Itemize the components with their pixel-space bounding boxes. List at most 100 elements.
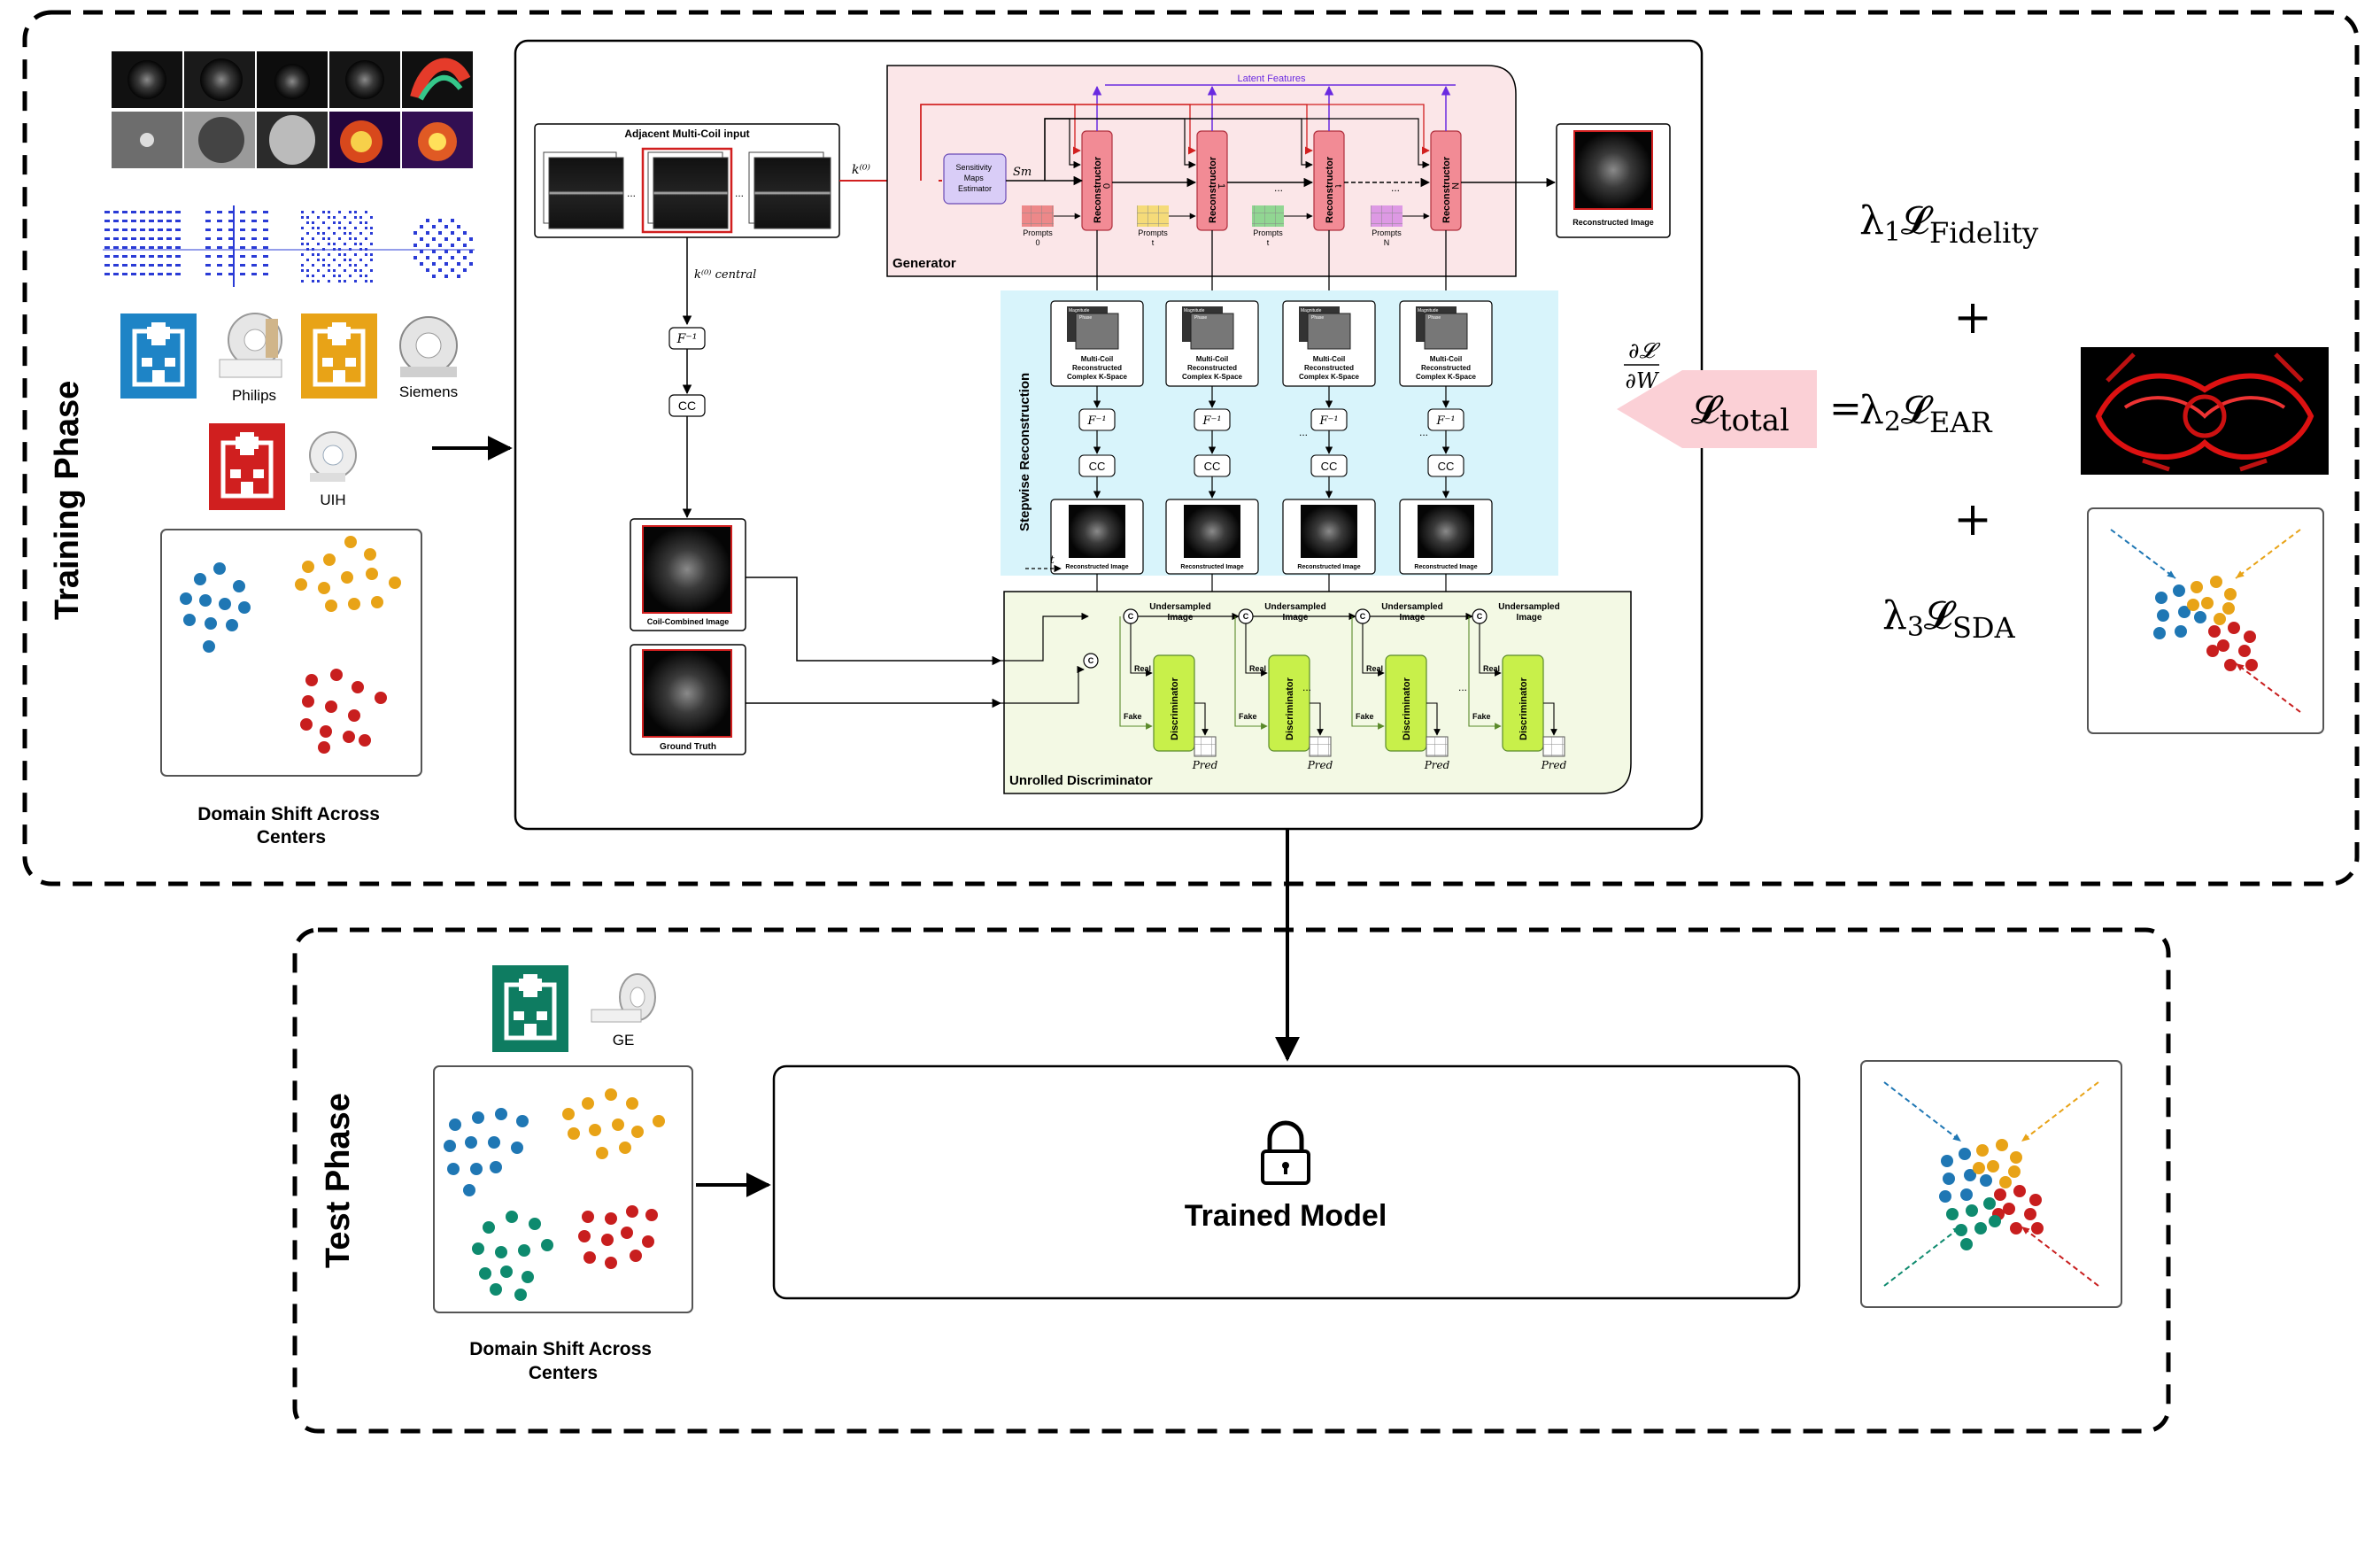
- svg-text:C: C: [1477, 612, 1483, 621]
- cluster-dot: [295, 578, 307, 591]
- discriminator-column-2: CUndersampledImageDiscriminatorRealFakeP…: [1351, 602, 1473, 771]
- cluster-dot: [389, 577, 401, 589]
- discriminator-column-3: CUndersampledImageDiscriminatorRealFakeP…: [1468, 602, 1567, 771]
- cluster-dot: [348, 709, 360, 722]
- test-phase-frame: [292, 927, 2171, 1434]
- cluster-dot: [1973, 1162, 1985, 1174]
- mri-scanner-icon-ge: [591, 973, 656, 1023]
- cluster-dot: [1964, 1169, 1976, 1181]
- svg-text:CC: CC: [1089, 460, 1106, 473]
- cluster-dot: [605, 1088, 617, 1101]
- svg-text:CC: CC: [678, 399, 696, 413]
- cluster-dot: [366, 568, 378, 580]
- svg-text:C: C: [1128, 612, 1134, 621]
- svg-text:t: t: [1333, 184, 1343, 187]
- sda-clusters-training: [2110, 529, 2301, 713]
- svg-text:Discriminator: Discriminator: [1402, 677, 1412, 740]
- svg-text:Reconstructor: Reconstructor: [1441, 156, 1452, 223]
- svg-text:Pred: Pred: [1307, 759, 1333, 771]
- cluster-dot: [323, 553, 336, 566]
- cluster-dot: [516, 1115, 529, 1127]
- ground-truth-caption: Ground Truth: [660, 742, 716, 752]
- cluster-dot: [359, 734, 371, 747]
- cluster-dot: [2206, 645, 2219, 657]
- trained-model-label: Trained Model: [1185, 1199, 1387, 1233]
- cluster-dot: [2024, 1208, 2036, 1220]
- mri-scanner-icon-uih: [309, 431, 357, 482]
- cluster-dot: [488, 1136, 500, 1149]
- generator-reconstructors: Reconstructor0Prompts0Reconstructor1Prom…: [1022, 130, 1462, 247]
- svg-text:Fake: Fake: [1239, 712, 1257, 721]
- cluster-dot: [2031, 1222, 2044, 1235]
- svg-text:Prompts: Prompts: [1023, 228, 1053, 237]
- cluster-dot: [325, 700, 337, 713]
- cluster-dot: [1960, 1238, 1973, 1250]
- domain-shift-box-training: [160, 529, 422, 777]
- svg-text:Undersampled: Undersampled: [1149, 602, 1210, 612]
- svg-text:F⁻¹: F⁻¹: [1202, 414, 1221, 428]
- stepwise-column-0: MagnitudePhaseMulti-CoilReconstructedCom…: [1050, 300, 1144, 607]
- cluster-dot: [2208, 625, 2221, 638]
- cluster-dot: [582, 1211, 594, 1223]
- stepwise-title: Stepwise Reconstruction: [1017, 373, 1032, 531]
- cluster-dot: [2228, 622, 2240, 634]
- cluster-dot: [375, 692, 387, 704]
- cluster-dot: [300, 718, 313, 731]
- svg-text:C: C: [1243, 612, 1249, 621]
- cluster-dot: [343, 731, 355, 743]
- cluster-dot: [653, 1115, 665, 1127]
- cluster-dot: [320, 725, 332, 738]
- convergence-arrow: [2021, 1081, 2099, 1142]
- sm-label: Sm: [1013, 166, 1032, 179]
- cluster-dot: [203, 640, 215, 653]
- cluster-dot: [490, 1283, 502, 1296]
- loss-plus-1: +: [1953, 291, 1992, 344]
- svg-text:Discriminator: Discriminator: [1518, 677, 1529, 740]
- sensitivity-estimator: Sensitivity Maps Estimator: [943, 153, 1007, 205]
- cluster-dot: [2008, 1165, 2021, 1178]
- svg-text:F⁻¹: F⁻¹: [1435, 414, 1455, 428]
- svg-text:Real: Real: [1134, 664, 1151, 673]
- cluster-dot: [2178, 606, 2191, 618]
- convergence-arrow: [1883, 1081, 1962, 1142]
- cluster-dot: [2010, 1222, 2022, 1235]
- hospital-icon-philips: [120, 313, 197, 399]
- cluster-dot: [1966, 1204, 1978, 1217]
- svg-text:Phase: Phase: [1079, 315, 1092, 321]
- generator-output-image: Reconstructed Image: [1556, 123, 1671, 238]
- convergence-arrow: [2235, 662, 2301, 713]
- svg-text:Undersampled: Undersampled: [1381, 602, 1442, 612]
- cluster-dot: [1955, 1224, 1967, 1236]
- vendor-label-siemens: Siemens: [399, 383, 458, 400]
- generator-title: Generator: [892, 256, 956, 271]
- cluster-dot: [605, 1257, 617, 1269]
- svg-text:Reconstructed Image: Reconstructed Image: [1414, 564, 1477, 570]
- cluster-dot: [1941, 1155, 1953, 1167]
- svg-text:...: ...: [1302, 681, 1311, 693]
- cluster-dot: [2175, 625, 2187, 638]
- coil-combined-image: Coil-Combined Image: [630, 518, 746, 631]
- cluster-dot: [302, 561, 314, 573]
- svg-text:Undersampled: Undersampled: [1264, 602, 1325, 612]
- cluster-dot: [605, 1212, 617, 1225]
- mri-scanner-icon-siemens: [399, 316, 458, 377]
- multi-coil-input-title: Adjacent Multi-Coil input: [624, 128, 749, 140]
- svg-text:F⁻¹: F⁻¹: [1086, 414, 1106, 428]
- svg-text:Multi-Coil: Multi-Coil: [1196, 355, 1228, 363]
- discriminator-column-1: CUndersampledImageDiscriminatorRealFakeP…: [1234, 602, 1356, 771]
- cluster-dot: [1960, 1188, 1973, 1201]
- svg-text:F⁻¹: F⁻¹: [676, 332, 698, 346]
- svg-text:Fake: Fake: [1472, 712, 1491, 721]
- domain-shift-caption-training: Domain Shift Across Centers: [197, 804, 385, 848]
- cluster-dot: [2173, 584, 2185, 597]
- cluster-dot: [238, 601, 251, 614]
- cluster-dot: [2155, 592, 2168, 604]
- svg-text:Reconstructed: Reconstructed: [1421, 364, 1471, 372]
- ear-edge-map: [2081, 347, 2329, 475]
- cluster-dot: [2238, 645, 2251, 657]
- cluster-dot: [518, 1244, 530, 1257]
- training-phase-frame: [22, 10, 2360, 886]
- cluster-dot: [630, 1250, 642, 1262]
